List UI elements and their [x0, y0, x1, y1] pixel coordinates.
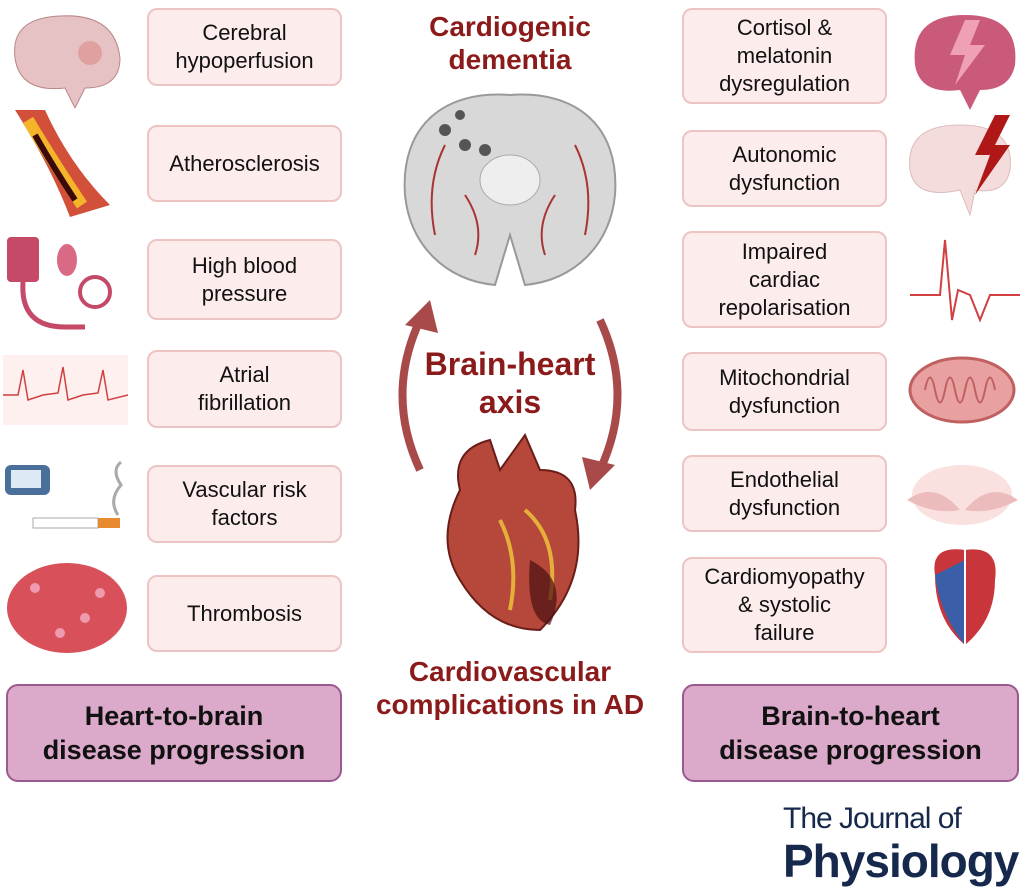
thrombosis-clot-icon: [7, 563, 127, 653]
ecg-repolarisation-icon: [910, 239, 1020, 323]
glucose-meter-cigarette-icon: [5, 460, 123, 529]
blood-pressure-monitor-icon: [7, 237, 112, 330]
heart-icon: [446, 432, 580, 632]
heart-cross-section-icon: [934, 545, 996, 645]
box-autonomic-dysfunction: Autonomic dysfunction: [682, 130, 887, 207]
cardiogenic-dementia-title: Cardiogenic dementia: [429, 11, 591, 75]
cardiovascular-complications-title: Cardiovascular complications in AD: [375, 656, 645, 720]
box-endothelial-dysfunction: Endothelial dysfunction: [682, 455, 887, 532]
journal-logo-line1: The Journal of: [783, 802, 962, 835]
brain-lightning-icon: [914, 15, 1016, 110]
mitochondrion-icon: [908, 356, 1016, 424]
box-cortisol-melatonin: Cortisol & melatonin dysregulation: [682, 8, 887, 104]
journal-logo-line2: Physiology: [783, 835, 1019, 887]
box-atrial-fibrillation: Atrial fibrillation: [147, 350, 342, 428]
box-cardiac-repolarisation: Impaired cardiac repolarisation: [682, 231, 887, 328]
box-vascular-risk-factors: Vascular risk factors: [147, 465, 342, 543]
brain-to-heart-progression: Brain-to-heart disease progression: [682, 684, 1019, 782]
brain-hypoperfusion-icon: [14, 15, 121, 108]
coronal-brain-icon: [403, 93, 617, 287]
box-cerebral-hypoperfusion: Cerebral hypoperfusion: [147, 8, 342, 86]
ecg-atrial-fibrillation-icon: [3, 355, 128, 425]
journal-logo: The Journal of Physiology: [783, 802, 1019, 887]
heart-to-brain-progression: Heart-to-brain disease progression: [6, 684, 342, 782]
artery-plaque-icon: [15, 110, 110, 217]
brain-sagittal-lightning-icon: [909, 115, 1011, 217]
box-thrombosis: Thrombosis: [147, 575, 342, 652]
box-high-blood-pressure: High blood pressure: [147, 239, 342, 320]
endothelial-cells-icon: [907, 465, 1018, 525]
box-cardiomyopathy: Cardiomyopathy & systolic failure: [682, 557, 887, 653]
cycle-arrows-icon: [398, 300, 622, 490]
box-mitochondrial-dysfunction: Mitochondrial dysfunction: [682, 352, 887, 431]
box-atherosclerosis: Atherosclerosis: [147, 125, 342, 202]
brain-heart-axis-title: Brain-heart axis: [424, 346, 596, 420]
